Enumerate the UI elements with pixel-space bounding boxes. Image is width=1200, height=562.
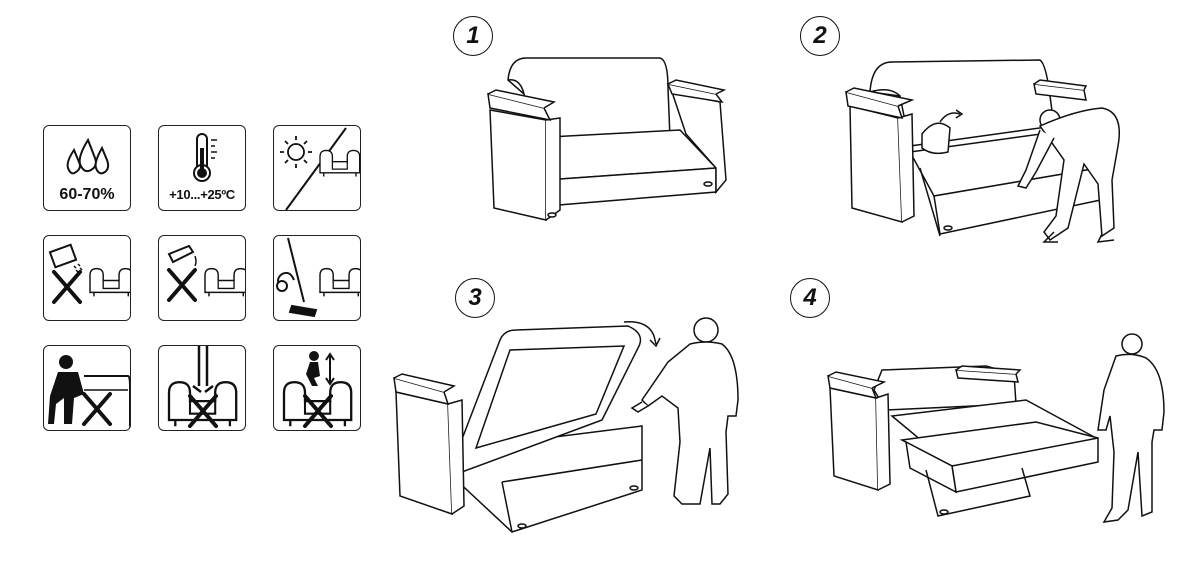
temperature-label: +10...+25ºC xyxy=(169,187,235,202)
step-2-pull-out-seat xyxy=(845,59,1120,243)
vacuum-tile xyxy=(273,235,361,321)
no-jumping-icon xyxy=(303,351,335,428)
step-1-sofa-closed xyxy=(487,57,727,221)
step-4-sofa-bed-open xyxy=(827,333,1165,523)
step-2-number: 2 xyxy=(800,16,840,56)
no-armrest-sitting-tile xyxy=(43,345,131,431)
step-1-number: 1 xyxy=(453,16,493,56)
temperature-tile: +10...+25ºC xyxy=(158,125,246,211)
sun-icon xyxy=(280,136,312,168)
no-heavy-load-icon xyxy=(188,346,218,428)
no-spray-icon xyxy=(48,243,83,304)
step-3-lower-backrest xyxy=(393,317,739,533)
water-drops-icon xyxy=(66,137,110,175)
no-chemical-icon xyxy=(167,244,197,302)
no-sunlight-tile xyxy=(273,125,361,211)
humidity-label: 60-70% xyxy=(59,186,115,203)
no-armrest-sitting-icon xyxy=(48,355,130,430)
no-jumping-tile xyxy=(273,345,361,431)
vacuum-cleaner-icon xyxy=(276,237,318,318)
no-wet-cleaning-tile xyxy=(43,235,131,321)
divider-line xyxy=(285,127,347,210)
no-heavy-load-tile xyxy=(158,345,246,431)
no-chemicals-tile xyxy=(158,235,246,321)
step-4-number: 4 xyxy=(790,278,830,318)
humidity-tile: 60-70% xyxy=(43,125,131,211)
step-3-number: 3 xyxy=(455,278,495,318)
thermometer-icon xyxy=(193,133,217,182)
